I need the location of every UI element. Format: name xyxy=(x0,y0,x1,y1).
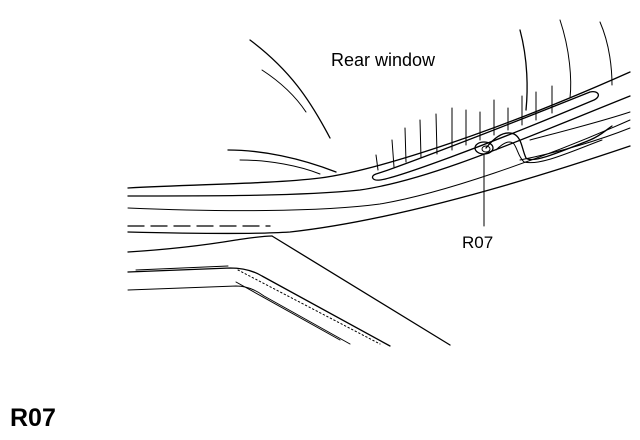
connector-callout-label: R07 xyxy=(462,233,493,252)
wiring-harness xyxy=(485,125,613,161)
connector-r07 xyxy=(474,141,494,155)
body-panel-lines xyxy=(127,71,631,235)
lower-pillar-lines xyxy=(127,235,451,347)
c-pillar-lines xyxy=(227,39,337,175)
rear-window-molding xyxy=(371,90,599,181)
figure-id-label: R07 xyxy=(10,404,56,432)
rear-window-defroster-lines xyxy=(375,85,553,171)
rear-window-label: Rear window xyxy=(331,50,436,70)
wiring-harness-return xyxy=(495,139,603,164)
